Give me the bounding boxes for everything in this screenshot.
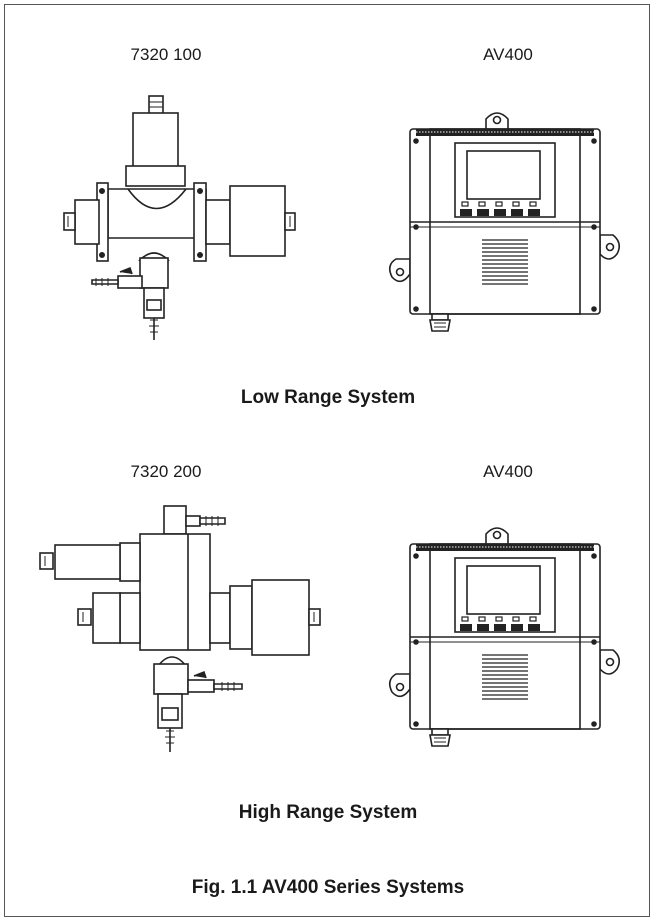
high-range-analyzer-diagram <box>388 527 621 747</box>
high-range-sensor-label: 7320 200 <box>130 462 202 481</box>
figure-frame <box>4 4 650 917</box>
high-range-caption: High Range System <box>238 802 418 823</box>
low-range-analyzer-diagram <box>388 112 621 332</box>
high-range-sensor-diagram <box>39 505 321 752</box>
low-range-caption: Low Range System <box>240 387 416 408</box>
low-range-analyzer-label: AV400 <box>483 45 533 64</box>
low-range-sensor-diagram <box>63 95 296 340</box>
low-range-sensor-label: 7320 100 <box>130 45 202 64</box>
high-range-analyzer-label: AV400 <box>483 462 533 481</box>
figure-caption: Fig. 1.1 AV400 Series Systems <box>191 877 465 898</box>
